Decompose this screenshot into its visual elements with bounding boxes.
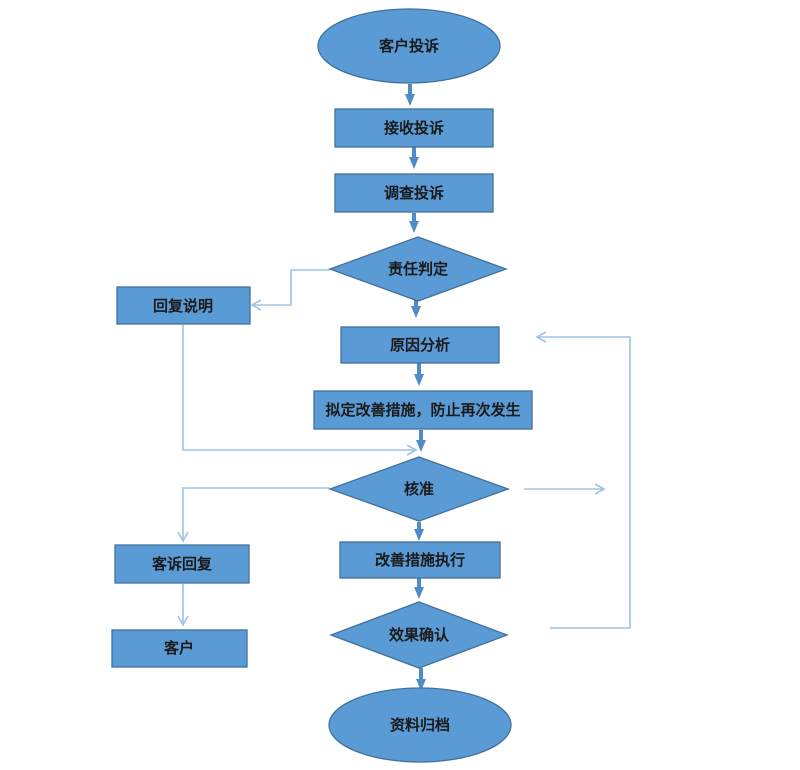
node-responsibility-judgment-label: 责任判定 [388,260,448,278]
node-draft-measures-shape [313,390,533,430]
connector-judgment-to-reply [250,269,330,311]
node-customer-complaint-shape [317,8,501,84]
node-reply-explanation-label: 回复说明 [153,297,213,315]
node-root-cause-analysis-label: 原因分析 [390,336,450,354]
connector-reply-to-approval-line [182,325,418,456]
node-root-cause-analysis-shape [340,326,500,364]
node-archive-label: 资料归档 [390,716,450,734]
node-investigate-complaint-label: 调查投诉 [384,184,444,202]
node-responsibility-judgment-shape [328,236,508,302]
node-archive-shape [328,687,512,763]
node-complaint-reply-shape [114,544,250,584]
node-approval-label: 核准 [404,480,434,498]
node-execute-measures-label: 改善措施执行 [375,551,465,569]
thin-connectors [177,269,631,629]
node-reply-explanation-shape [116,286,251,325]
node-customer-complaint-label: 客户投诉 [378,37,439,55]
node-receive-complaint-label: 接收投诉 [384,119,444,137]
connector-approval-to-complaint-reply [177,487,330,543]
node-investigate-complaint-shape [334,173,494,213]
node-effect-confirmation-shape [329,601,509,669]
node-approval-shape [328,456,510,522]
node-effect-confirmation-label: 效果确认 [389,626,450,644]
connector-feedback-loop [535,331,631,629]
node-receive-complaint-shape [334,108,494,148]
node-labels: 客户投诉 接收投诉 调查投诉 责任判定 回复说明 原因分析 拟定改善措施，防止再… [151,37,521,734]
main-flow-arrows [405,84,426,691]
node-complaint-reply-label: 客诉回复 [151,555,213,573]
node-customer-label: 客户 [163,639,194,657]
node-draft-measures-label: 拟定改善措施，防止再次发生 [325,401,520,419]
node-customer-shape [111,629,248,668]
node-execute-measures-shape [339,541,501,579]
flow-nodes [111,8,533,763]
